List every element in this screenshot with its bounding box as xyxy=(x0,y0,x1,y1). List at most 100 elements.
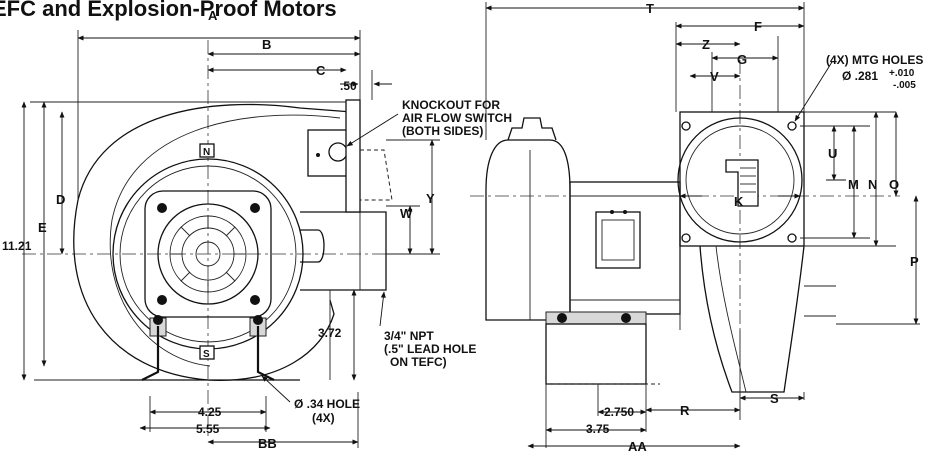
outlet-chute-shading xyxy=(715,245,747,393)
flange-bolt-icon xyxy=(250,295,260,305)
fan-cover xyxy=(157,203,259,305)
dim-label-foot-4-25: 4.25 xyxy=(198,405,222,419)
fan-cover-slots xyxy=(170,216,246,292)
dim-label-d: D xyxy=(56,192,65,207)
foot-bolt-icon xyxy=(253,315,263,325)
flange-bolt-icon xyxy=(157,203,167,213)
dim-label-o: O xyxy=(889,177,899,192)
south-mark-box xyxy=(199,345,215,360)
mtg-holes-note: (4X) MTG HOLES Ø .281 +.010 -.005 xyxy=(826,53,923,91)
end-extension-lines xyxy=(485,2,920,448)
dim-label-b: B xyxy=(262,37,271,52)
mtg-hole-icon xyxy=(681,233,691,243)
mtg-hole-leader xyxy=(794,61,833,122)
north-mark-box xyxy=(199,143,215,158)
side-dimension-lines xyxy=(21,35,435,445)
blower-inlet-inner xyxy=(685,125,795,235)
knockout-note-line: AIR FLOW SWITCH xyxy=(402,111,512,125)
base-bolt-icon xyxy=(621,313,631,323)
motor-fins xyxy=(570,195,680,301)
conduit-box-cover xyxy=(601,219,635,261)
motor-stand xyxy=(545,323,647,385)
dim-label-g: G xyxy=(737,52,747,67)
blower-inlet-ring xyxy=(677,117,803,243)
conduit-screw-icon xyxy=(610,210,614,214)
north-mark: N xyxy=(203,147,210,158)
dim-label-v: V xyxy=(710,69,719,84)
foot-bolt-icon xyxy=(153,315,163,325)
switch-column xyxy=(345,99,361,213)
dim-label-aa: AA xyxy=(628,439,647,453)
scroll-housing-inner xyxy=(109,114,341,367)
npt-note-line: (.5" LEAD HOLE xyxy=(384,342,476,356)
hole-note-line: (4X) xyxy=(312,411,335,425)
knockout-note-line: KNOCKOUT FOR xyxy=(402,98,500,112)
fan-cover-hub xyxy=(195,241,221,267)
end-dimension-lines xyxy=(485,5,919,449)
mtg-note-line: (4X) MTG HOLES xyxy=(826,53,923,67)
motor-fan-cover xyxy=(485,139,571,321)
mtg-hole-icon xyxy=(681,121,691,131)
side-extension-lines xyxy=(30,30,440,448)
end-view: T F Z G V U M N O P K R S 2.750 3.75 AA … xyxy=(470,1,923,453)
dim-label-foot-5-55: 5.55 xyxy=(196,422,220,436)
dim-label-outlet-offset: 3.72 xyxy=(318,326,342,340)
outlet-nozzle xyxy=(300,229,325,263)
npt-note: 3/4" NPT (.5" LEAD HOLE ON TEFC) xyxy=(384,329,476,369)
dim-label-u: U xyxy=(828,146,837,161)
blower-flange xyxy=(679,111,805,247)
dim-label-p: P xyxy=(910,254,919,269)
foot-right xyxy=(256,326,275,381)
side-view: N S xyxy=(2,8,512,451)
dim-label-z: Z xyxy=(702,37,710,52)
mtg-note-tol-plus: +.010 xyxy=(889,68,915,79)
dim-label-s: S xyxy=(770,391,779,406)
dim-label-m: M xyxy=(848,177,859,192)
hole-note-line: Ø .34 HOLE xyxy=(294,397,360,411)
inlet-gusset xyxy=(725,159,759,207)
motor-end-bell-rim xyxy=(119,165,297,343)
mtg-hole-icon xyxy=(787,121,797,131)
scroll-housing xyxy=(73,103,353,381)
npt-note-line: ON TEFC) xyxy=(390,355,447,369)
conduit-screw-icon xyxy=(623,210,627,214)
switch-hidden-outline xyxy=(360,149,393,201)
dim-label-foot-2-750: 2.750 xyxy=(604,405,634,419)
outlet-chute xyxy=(699,245,805,393)
dim-label-overall-height: 11.21 xyxy=(2,239,32,253)
knockout-note-line: (BOTH SIDES) xyxy=(402,124,483,138)
dim-label-f: F xyxy=(754,19,762,34)
conduit-box xyxy=(595,211,641,269)
bracket-screw-icon xyxy=(316,153,320,157)
motor-flange xyxy=(144,190,272,318)
outlet-duct xyxy=(300,211,387,291)
dim-label-k: K xyxy=(734,194,744,209)
mtg-note-tol-minus: -.005 xyxy=(893,80,916,91)
dim-label-c-value: .50 xyxy=(340,79,357,93)
dim-label-r: R xyxy=(680,403,690,418)
npt-note-line: 3/4" NPT xyxy=(384,329,434,343)
side-leaders xyxy=(261,113,399,403)
hole-note: Ø .34 HOLE (4X) xyxy=(294,397,360,425)
drawing-title: EFC and Explosion-Proof Motors xyxy=(0,0,337,21)
dim-label-t: T xyxy=(646,1,654,16)
base-bolt-icon xyxy=(557,313,567,323)
south-mark: S xyxy=(203,349,210,360)
knockout-note: KNOCKOUT FOR AIR FLOW SWITCH (BOTH SIDES… xyxy=(402,98,512,138)
dim-label-foot-3-75: 3.75 xyxy=(586,422,610,436)
mtg-note-dia: Ø .281 xyxy=(842,69,878,83)
motor-lifting-lug xyxy=(507,117,557,141)
dim-label-w: W xyxy=(400,206,413,221)
foot-left xyxy=(141,326,160,381)
dim-label-a: A xyxy=(208,8,218,23)
dim-label-bb: BB xyxy=(258,436,277,451)
dim-label-c: C xyxy=(316,63,326,78)
inlet-gusset-ribs xyxy=(740,167,756,193)
dim-label-e: E xyxy=(38,220,47,235)
mtg-hole-icon xyxy=(787,233,797,243)
flange-bolt-icon xyxy=(157,295,167,305)
dim-label-y: Y xyxy=(426,191,435,206)
dim-label-n: N xyxy=(868,177,877,192)
flange-bolt-icon xyxy=(250,203,260,213)
